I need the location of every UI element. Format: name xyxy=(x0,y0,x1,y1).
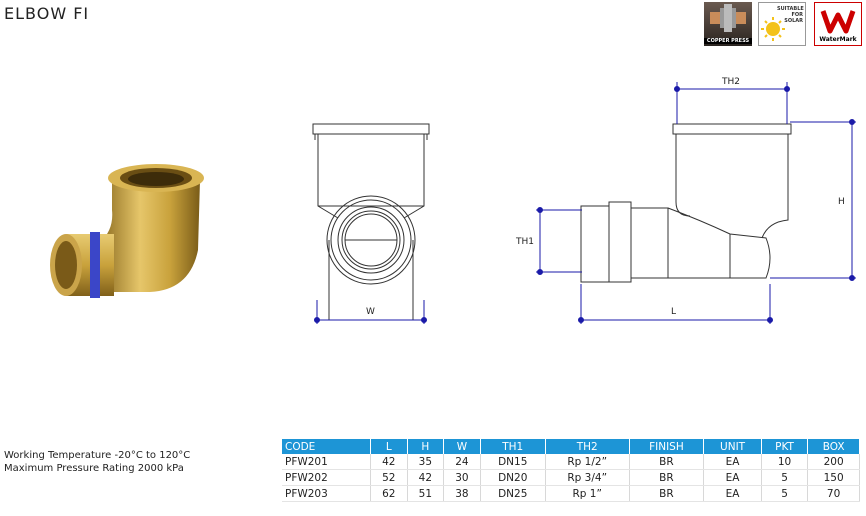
cell-l: 52 xyxy=(370,469,408,486)
copper-press-badge: COPPER PRESS xyxy=(704,2,752,46)
col-w: W xyxy=(443,439,481,454)
technical-drawing: W TH1 TH2 H L xyxy=(312,77,856,324)
cell-pkt: 5 xyxy=(761,469,809,486)
cell-h: 51 xyxy=(407,485,445,502)
dimension-label-th2: TH2 xyxy=(721,77,740,87)
cell-pkt: 10 xyxy=(761,454,809,470)
cell-finish: BR xyxy=(629,485,705,502)
dimension-label-h: H xyxy=(838,197,845,207)
col-finish: FINISH xyxy=(629,439,705,454)
specifications: Working Temperature -20°C to 120°C Maxim… xyxy=(4,449,190,475)
table-row: PFW203 62 51 38 DN25 Rp 1” BR EA 5 70 xyxy=(282,485,860,502)
cell-box: 150 xyxy=(807,469,860,486)
cell-th1: DN15 xyxy=(480,454,546,470)
certification-badges: COPPER PRESS SUITABLE FOR SOLAR WaterMar… xyxy=(704,2,864,46)
cell-h: 42 xyxy=(407,469,445,486)
cell-code: PFW203 xyxy=(282,485,371,502)
col-th2: TH2 xyxy=(545,439,630,454)
col-box: BOX xyxy=(807,439,860,454)
cell-box: 200 xyxy=(807,454,860,470)
watermark-badge: WaterMark xyxy=(814,2,862,46)
max-pressure-rating: Maximum Pressure Rating 2000 kPa xyxy=(4,463,184,474)
cell-pkt: 5 xyxy=(761,485,809,502)
cell-h: 35 xyxy=(407,454,445,470)
cell-code: PFW202 xyxy=(282,469,371,486)
cell-th2: Rp 1” xyxy=(545,485,630,502)
cell-unit: EA xyxy=(703,469,762,486)
suitable-for-solar-badge: SUITABLE FOR SOLAR xyxy=(758,2,806,46)
product-table: CODE L H W TH1 TH2 FINISH UNIT PKT BOX P… xyxy=(282,439,860,502)
cell-code: PFW201 xyxy=(282,454,371,470)
working-temperature: Working Temperature -20°C to 120°C xyxy=(4,450,191,461)
cell-w: 24 xyxy=(443,454,481,470)
cell-finish: BR xyxy=(629,469,705,486)
page-title: ELBOW FI xyxy=(4,4,90,23)
elbow-product-photo xyxy=(50,164,204,298)
cell-th1: DN25 xyxy=(480,485,546,502)
col-th1: TH1 xyxy=(480,439,546,454)
dimension-label-th1: TH1 xyxy=(515,237,534,247)
col-unit: UNIT xyxy=(703,439,762,454)
cell-w: 38 xyxy=(443,485,481,502)
cell-l: 62 xyxy=(370,485,408,502)
cell-finish: BR xyxy=(629,454,705,470)
col-h: H xyxy=(407,439,445,454)
cell-box: 70 xyxy=(807,485,860,502)
cell-unit: EA xyxy=(703,485,762,502)
table-row: PFW202 52 42 30 DN20 Rp 3/4” BR EA 5 150 xyxy=(282,469,860,486)
dimension-label-w: W xyxy=(366,307,375,317)
col-l: L xyxy=(370,439,408,454)
cell-th1: DN20 xyxy=(480,469,546,486)
cell-unit: EA xyxy=(703,454,762,470)
cell-l: 42 xyxy=(370,454,408,470)
col-code: CODE xyxy=(282,439,371,454)
col-pkt: PKT xyxy=(761,439,809,454)
table-header-row: CODE L H W TH1 TH2 FINISH UNIT PKT BOX xyxy=(282,439,860,454)
table-row: PFW201 42 35 24 DN15 Rp 1/2” BR EA 10 20… xyxy=(282,454,860,470)
dimension-label-l: L xyxy=(671,307,676,317)
cell-th2: Rp 3/4” xyxy=(545,469,630,486)
cell-w: 30 xyxy=(443,469,481,486)
cell-th2: Rp 1/2” xyxy=(545,454,630,470)
